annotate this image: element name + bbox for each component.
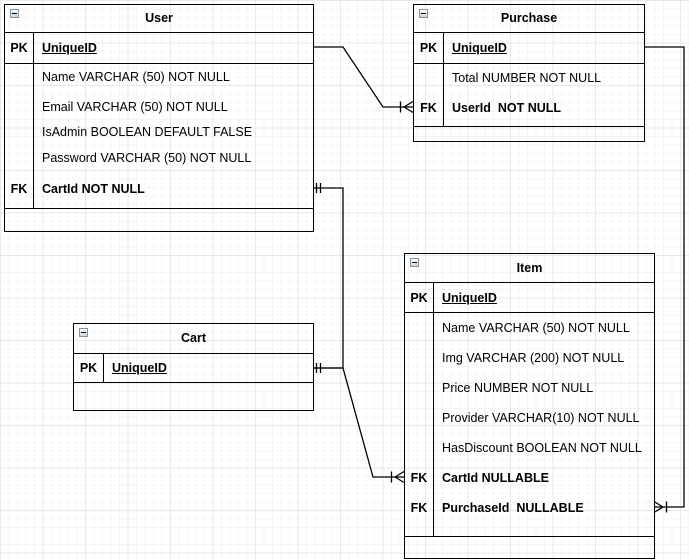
table-row-fk[interactable]: FK UserId NOT NULL	[414, 98, 644, 118]
key-column-divider	[433, 282, 434, 536]
pk-field-name: UniqueID	[42, 40, 97, 55]
key-column-divider	[103, 353, 104, 382]
fk-field-name: CartId NULLABLE	[442, 471, 549, 485]
key-column-divider	[33, 32, 34, 209]
field-name: Password VARCHAR (50) NOT NULL	[42, 151, 252, 165]
collapse-icon[interactable]	[410, 258, 419, 267]
row-divider	[414, 126, 644, 127]
table-row[interactable]: Password VARCHAR (50) NOT NULL	[5, 148, 313, 168]
table-row[interactable]: Email VARCHAR (50) NOT NULL	[5, 97, 313, 117]
pk-field-name: UniqueID	[112, 360, 167, 375]
fk-label: FK	[410, 471, 428, 485]
row-divider	[405, 536, 654, 537]
table-row[interactable]: Img VARCHAR (200) NOT NULL	[405, 348, 654, 368]
entity-item[interactable]: Item PK UniqueID Name VARCHAR (50) NOT N…	[404, 253, 655, 559]
pk-field-name: UniqueID	[442, 290, 497, 305]
table-row[interactable]: Provider VARCHAR(10) NOT NULL	[405, 408, 654, 428]
field-name: Email VARCHAR (50) NOT NULL	[42, 100, 228, 114]
fk-field-name: PurchaseId NULLABLE	[442, 501, 584, 515]
field-name: Provider VARCHAR(10) NOT NULL	[442, 411, 640, 425]
pk-label: PK	[10, 40, 28, 55]
pk-label: PK	[419, 40, 438, 55]
minus-icon	[412, 262, 417, 263]
table-row[interactable]: Price NUMBER NOT NULL	[405, 378, 654, 398]
field-name: IsAdmin BOOLEAN DEFAULT FALSE	[42, 125, 253, 139]
field-name: Img VARCHAR (200) NOT NULL	[442, 351, 625, 365]
key-column-divider	[443, 32, 444, 127]
table-row-pk[interactable]: PK UniqueID	[5, 32, 313, 63]
collapse-icon[interactable]	[419, 9, 428, 18]
edge-purchase-item[interactable]	[644, 46, 685, 514]
table-row-pk[interactable]: PK UniqueID	[414, 32, 644, 63]
entity-cart[interactable]: Cart PK UniqueID	[73, 323, 314, 411]
field-name: Name VARCHAR (50) NOT NULL	[442, 321, 630, 335]
edge-cart-item[interactable]	[313, 367, 405, 484]
fk-label: FK	[420, 101, 437, 115]
fk-field-name: UserId NOT NULL	[452, 101, 562, 115]
pk-field-name: UniqueID	[452, 40, 507, 55]
row-divider	[5, 63, 313, 64]
field-name: Total NUMBER NOT NULL	[452, 71, 602, 85]
entity-title: Cart	[74, 324, 313, 354]
fk-label: FK	[410, 501, 428, 515]
row-divider	[74, 382, 313, 383]
table-row-fk[interactable]: FK PurchaseId NULLABLE	[405, 498, 654, 518]
minus-icon	[81, 332, 86, 333]
table-row[interactable]: IsAdmin BOOLEAN DEFAULT FALSE	[5, 122, 313, 142]
collapse-icon[interactable]	[79, 328, 88, 337]
row-divider	[414, 63, 644, 64]
table-row[interactable]: HasDiscount BOOLEAN NOT NULL	[405, 438, 654, 458]
entity-user[interactable]: User PK UniqueID Name VARCHAR (50) NOT N…	[4, 4, 314, 232]
entity-purchase[interactable]: Purchase PK UniqueID Total NUMBER NOT NU…	[413, 4, 645, 142]
table-row-fk[interactable]: FK CartId NULLABLE	[405, 468, 654, 488]
field-name: HasDiscount BOOLEAN NOT NULL	[442, 441, 642, 455]
fk-field-name: CartId NOT NULL	[42, 182, 145, 196]
pk-label: PK	[410, 290, 428, 305]
table-row[interactable]: Name VARCHAR (50) NOT NULL	[405, 318, 654, 338]
row-divider	[5, 208, 313, 209]
row-divider	[405, 312, 654, 313]
pk-label: PK	[79, 360, 98, 375]
table-row[interactable]: Name VARCHAR (50) NOT NULL	[5, 67, 313, 87]
table-row-fk[interactable]: FK CartId NOT NULL	[5, 179, 313, 199]
entity-title: Item	[405, 254, 654, 283]
minus-icon	[12, 13, 17, 14]
edge-user-purchase[interactable]	[313, 46, 414, 114]
fk-label: FK	[10, 182, 28, 196]
collapse-icon[interactable]	[10, 9, 19, 18]
field-name: Name VARCHAR (50) NOT NULL	[42, 70, 230, 84]
entity-title: Purchase	[414, 5, 644, 33]
entity-title: User	[5, 5, 313, 33]
edge-user-cart[interactable]	[313, 183, 344, 373]
table-row-pk[interactable]: PK UniqueID	[405, 282, 654, 313]
table-row-pk[interactable]: PK UniqueID	[74, 353, 313, 382]
table-row[interactable]: Total NUMBER NOT NULL	[414, 68, 644, 88]
field-name: Price NUMBER NOT NULL	[442, 381, 594, 395]
minus-icon	[421, 13, 426, 14]
